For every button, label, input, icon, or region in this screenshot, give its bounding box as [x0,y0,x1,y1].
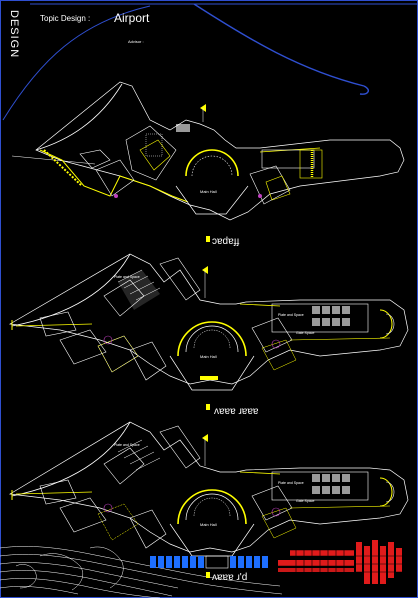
plan-2-hall-label: Main Hall [200,354,217,359]
plan-1-hall-label: Main Hall [200,189,217,194]
floor-plan-3: Main Hall Plate and Space Plate and Spac… [8,421,409,557]
floor-plan-1: Main Hall ɔɐdɐɟɟ [11,81,405,247]
floor-plan-2: Main Hall Plate and Space Plate and Spac… [8,253,409,417]
plan-3-room-label-2: Plate and Space [278,481,304,485]
plan-2-room-label-3: Gate Space [296,331,315,335]
plan-3-scale: ʌɐɐɐ ɹ'd [212,572,247,583]
advisor-label: Advisor : [128,39,144,44]
plan-1-scale: ɔɐdɐɟɟ [212,236,239,247]
terrain-contours [0,546,283,598]
topic-value: Airport [114,11,150,25]
title-block: DESIGN Topic Design : Airport Advisor : [8,10,150,58]
plan-3-room-label-3: Gate Space [296,499,315,503]
plan-3-room-label-1: Plate and Space [114,443,140,447]
plan-2-scale: ʌɐɐɐ ɹɐɐɐ [214,406,259,417]
plan-3-hall-label: Main Hall [200,522,217,527]
plan-2-room-label-1: Plate and Space [114,275,140,279]
blue-boundary-arc [193,3,365,87]
vertical-title: DESIGN [8,10,20,58]
topic-label: Topic Design : [40,14,90,23]
legend-bars: ʌɐɐɐ ɹ'd [150,540,402,584]
plan-2-room-label-2: Plate and Space [278,313,304,317]
